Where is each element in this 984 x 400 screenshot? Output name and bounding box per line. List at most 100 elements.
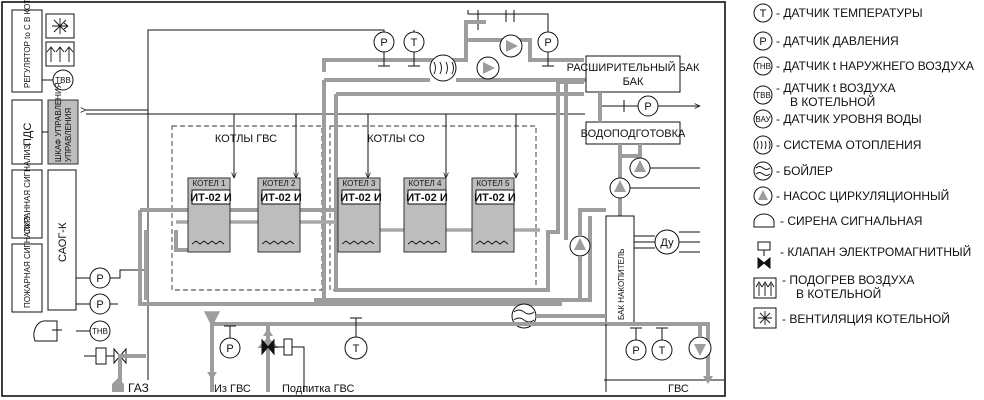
boiler-room-frame: [1, 1, 726, 397]
legend-symbol-t: T: [760, 8, 767, 20]
legend-symbol-tvv: ТВВ: [755, 91, 771, 100]
solenoid-valve-icon: [757, 241, 771, 270]
circulation-pump-right-1: [629, 157, 651, 179]
boiler-5: КОТЕЛ 5 ИТ-02 И: [471, 177, 516, 253]
expansion-tank-label-2: БАК: [623, 76, 644, 88]
saog-label: САОГ-К: [57, 222, 69, 262]
gas-arrow: [112, 378, 124, 392]
heating-system-symbol: [429, 54, 457, 82]
expansion-tank: [585, 55, 681, 93]
legend-item-outdoor-temp: ТНВ - ДАТЧИК t НАРУЖНЕГО ВОЗДУХА: [753, 56, 974, 76]
legend-text-air-heating: - ПОДОГРЕВ ВОЗДУХА: [782, 273, 914, 287]
boiler-icon: [753, 161, 773, 181]
temperature-sensor-hot-water-label: T: [659, 345, 666, 357]
air-heating-icon: [753, 277, 777, 299]
tnv-sensor-label: ТНВ: [92, 327, 108, 336]
regulator-label: РЕГУЛЯТОР to C В КОТЕЛЬНОЙ: [23, 0, 32, 88]
control-cabinet: [47, 99, 79, 165]
legend-item-siren: - СИРЕНА СИГНАЛЬНАЯ: [753, 213, 922, 228]
pressure-sensor-top-2-label: P: [544, 37, 551, 49]
legend-symbol-tnv: ТНВ: [755, 62, 771, 71]
tvv-sensor-top-label: ТВВ: [55, 76, 71, 85]
circulation-pump-top-1: [499, 34, 523, 58]
legend-text-indoor-temp-2: В КОТЕЛЬНОЙ: [790, 94, 875, 109]
fire-alarm-label: ПОЖАРНАЯ СИГНАЛИЗ.: [23, 214, 32, 308]
pressure-sensor-gas-2-label: P: [96, 299, 103, 311]
expansion-tank-label-1: РАСШИРИТЕЛЬНЫЙ БАК: [567, 61, 700, 74]
gas-label: ГАЗ: [128, 381, 149, 395]
legend-text-water-level: - ДАТЧИК УРОВНЯ ВОДЫ: [776, 112, 922, 126]
legend-item-air-heating: - ПОДОГРЕВ ВОЗДУХА В КОТЕЛЬНОЙ: [753, 273, 914, 301]
legend-text-ventilation: - ВЕНТИЛЯЦИЯ КОТЕЛЬНОЙ: [782, 311, 950, 326]
legend-text-siren: - СИРЕНА СИГНАЛЬНАЯ: [780, 214, 922, 228]
water-treatment-label: ВОДОПОДГОТОВКА: [581, 128, 686, 140]
legend-text-temperature: - ДАТЧИК ТЕМПЕРАТУРЫ: [776, 6, 923, 20]
from-hot-water-label: Из ГВС: [214, 383, 251, 395]
regulator-block: [11, 9, 43, 93]
legend-item-temperature: T - ДАТЧИК ТЕМПЕРАТУРЫ: [753, 3, 923, 23]
pressure-sensor-tank-label: P: [644, 101, 651, 113]
security-alarm-label: ОХРАННАЯ СИГНАЛИЗ.: [23, 143, 32, 234]
fire-alarm-block: [11, 243, 43, 313]
legend-item-pump: - НАСОС ЦИРКУЛЯЦИОННЫЙ: [753, 186, 949, 206]
legend-text-heating-system: - СИСТЕМА ОТОПЛЕНИЯ: [776, 138, 921, 152]
siren-icon: [753, 213, 775, 228]
pressure-sensor-hot-water-label: P: [632, 345, 639, 357]
make-up-solenoid-valve: [261, 338, 305, 392]
boiler-2-model: ИТ-02 И: [260, 192, 302, 204]
legend-text-boiler: - БОЙЛЕР: [776, 163, 833, 178]
ventilation-icon: [753, 307, 777, 329]
boiler-3: КОТЕЛ 3 ИТ-02 И: [337, 177, 382, 253]
legend-item-boiler: - БОЙЛЕР: [753, 161, 833, 181]
pds-block: [11, 99, 43, 165]
circulation-pump-icon: [753, 186, 773, 206]
boiler-1-name: КОТЕЛ 1: [193, 179, 226, 188]
heating-boilers-label: КОТЛЫ СО: [367, 133, 425, 145]
storage-tank-label: БАК НАКОПИТЕЛЬ: [617, 249, 626, 320]
legend-text-solenoid: - КЛАПАН ЭЛЕКТРОМАГНИТНЫЙ: [780, 244, 971, 259]
legend-item-pressure: P - ДАТЧИК ДАВЛЕНИЯ: [753, 31, 899, 51]
make-up-label: Подпитка ГВС: [282, 383, 354, 395]
legend-text-air-heating-2: В КОТЕЛЬНОЙ: [796, 286, 881, 301]
legend-text-pump: - НАСОС ЦИРКУЛЯЦИОННЫЙ: [776, 188, 949, 203]
legend: T - ДАТЧИК ТЕМПЕРАТУРЫ P - ДАТЧИК ДАВЛЕН…: [753, 3, 974, 329]
hot-water-label: ГВС: [668, 383, 689, 395]
boiler-4-model: ИТ-02 И: [406, 192, 448, 204]
boiler-5-model: ИТ-02 И: [474, 192, 516, 204]
pressure-sensor-gas-1-label: P: [96, 273, 103, 285]
control-cabinet-label: ШКАФ УПРАВЛЕНИЯ: [54, 82, 63, 162]
storage-tank: [605, 215, 635, 325]
saog-block: [47, 169, 77, 311]
water-treatment: [585, 121, 681, 145]
control-cabinet-label-2: УПРАВЛЕНИЯ: [64, 108, 73, 162]
legend-symbol-vau: ВАУ: [755, 115, 771, 124]
heating-system-icon: [753, 135, 773, 155]
circulation-pump-storage: [569, 235, 591, 257]
legend-text-outdoor-temp: - ДАТЧИК t НАРУЖНЕГО ВОЗДУХА: [776, 59, 974, 73]
legend-item-heating-system: - СИСТЕМА ОТОПЛЕНИЯ: [753, 135, 921, 155]
temperature-sensor-bottom-label: T: [353, 343, 360, 355]
boiler-2: КОТЕЛ 2 ИТ-02 И: [257, 177, 302, 253]
legend-text-pressure: - ДАТЧИК ДАВЛЕНИЯ: [776, 34, 899, 48]
siren-icon: [33, 320, 62, 342]
boiler-5-name: КОТЕЛ 5: [477, 179, 510, 188]
legend-item-water-level: ВАУ - ДАТЧИК УРОВНЯ ВОДЫ: [753, 109, 922, 129]
ventilation-icon: [52, 18, 69, 34]
gas-solenoid-box: [95, 347, 107, 365]
boiler-3-model: ИТ-02 И: [340, 192, 382, 204]
level-sensor-label: Ду: [660, 237, 674, 249]
legend-item-solenoid: - КЛАПАН ЭЛЕКТРОМАГНИТНЫЙ: [757, 241, 971, 270]
boiler-2-name: КОТЕЛ 2: [263, 179, 296, 188]
boiler-4-name: КОТЕЛ 4: [409, 179, 442, 188]
circulation-pump-right-2: [609, 177, 631, 199]
air-heating-icon: [46, 46, 74, 62]
temperature-sensor-top-label: T: [411, 37, 418, 49]
pds-label: ПДС: [22, 123, 34, 146]
boiler-3-name: КОТЕЛ 3: [343, 179, 376, 188]
security-alarm-block: [11, 169, 43, 239]
hot-water-boilers-label: КОТЛЫ ГВС: [215, 133, 277, 145]
pressure-sensor-from-hot-water-label: P: [226, 343, 233, 355]
boiler-1-model: ИТ-02 И: [190, 192, 232, 204]
boiler-4: КОТЕЛ 4 ИТ-02 И: [403, 177, 448, 253]
